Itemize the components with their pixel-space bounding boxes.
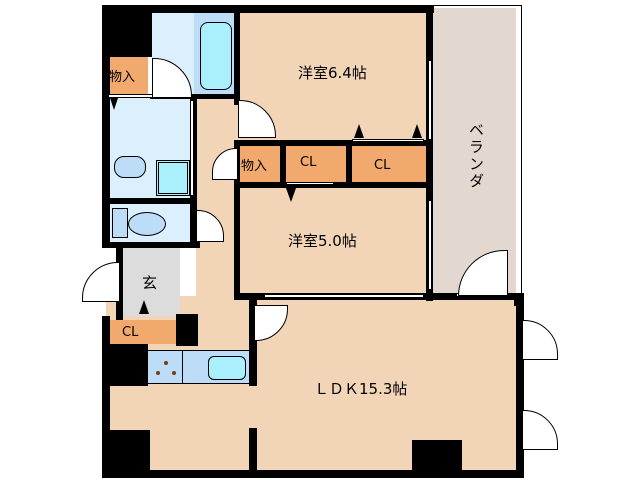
wall-entrance-right-block xyxy=(176,314,198,346)
wall-closet-div2 xyxy=(346,140,352,186)
western-room-2-label: 洋室5.0帖 xyxy=(288,232,357,250)
wall-room1-left xyxy=(234,5,240,105)
washbasin-icon xyxy=(114,156,146,178)
wall-bath-bottom xyxy=(150,94,240,99)
door-entrance[interactable] xyxy=(82,262,120,302)
bathtub-icon xyxy=(200,22,232,90)
window-room1 xyxy=(428,60,432,140)
kitchen-divider xyxy=(182,351,183,383)
stove-burner-icon xyxy=(164,361,168,365)
wall-toilet-bottom xyxy=(102,242,200,248)
ldk-label: ＬＤＫ15.3帖 xyxy=(314,380,408,398)
marker-triangle-icon xyxy=(286,188,296,202)
veranda-floor xyxy=(432,10,516,293)
wall-closet-top xyxy=(234,140,430,146)
marker-triangle-icon xyxy=(354,124,364,138)
marker-triangle-icon xyxy=(110,98,118,110)
pillar xyxy=(412,440,462,476)
wall-left-upper xyxy=(102,5,110,247)
toilet-tank-icon xyxy=(112,208,128,238)
wall-closet-bottom xyxy=(234,182,430,188)
wall-ldk-right xyxy=(516,293,524,474)
closet-door-rail xyxy=(352,139,424,142)
wall-right-room xyxy=(426,5,433,301)
door-storage-mid[interactable] xyxy=(212,148,238,180)
wall-top xyxy=(102,5,434,13)
entrance-label: 玄 xyxy=(142,274,158,292)
closet-1 xyxy=(286,146,346,182)
marker-triangle-icon xyxy=(412,124,422,138)
stove-burner-icon xyxy=(156,371,160,375)
veranda-label: ベランダ xyxy=(467,122,485,190)
stove-burner-icon xyxy=(172,371,176,375)
closet-entrance xyxy=(108,320,176,344)
window-room2 xyxy=(428,200,432,290)
wall-closet-div1 xyxy=(280,140,286,186)
closet-2-label: CL xyxy=(374,158,391,173)
closet-door-rail-2 xyxy=(286,182,334,185)
wall-veranda-corner xyxy=(514,294,524,306)
western-room-1-label: 洋室6.4帖 xyxy=(298,64,367,82)
wall-top-left-block xyxy=(102,5,152,57)
wall-kitchen-block xyxy=(102,344,148,386)
toilet-bowl-icon xyxy=(128,212,166,236)
washroom-sliding-door xyxy=(190,100,194,196)
western-room-2 xyxy=(236,186,430,294)
sink-icon xyxy=(208,356,246,380)
wall-kitchen-left xyxy=(102,316,110,478)
door-ldk-right-2[interactable] xyxy=(522,410,558,450)
wall-bottom-left-block xyxy=(102,430,150,478)
wall-kitchen-right xyxy=(249,296,257,386)
closet-entrance-label: CL xyxy=(122,325,139,340)
wall-wash-toilet xyxy=(102,198,197,204)
storage-mid-label: 物入 xyxy=(241,159,268,174)
washing-machine-icon xyxy=(156,160,190,196)
wall-ldk-stub xyxy=(249,428,257,474)
entrance-area xyxy=(122,246,180,316)
wall-room2-left xyxy=(234,140,240,300)
storage-top-left-label: 物入 xyxy=(109,70,136,85)
sliding-door-room2 xyxy=(264,294,424,298)
door-ldk-right-1[interactable] xyxy=(522,320,558,360)
storage-top-left xyxy=(108,56,148,94)
closet-2 xyxy=(352,146,426,182)
closet-1-label: CL xyxy=(300,155,317,170)
marker-triangle-icon xyxy=(139,300,149,314)
storage-mid xyxy=(240,146,280,182)
wall-ldk-bottom xyxy=(102,470,524,478)
